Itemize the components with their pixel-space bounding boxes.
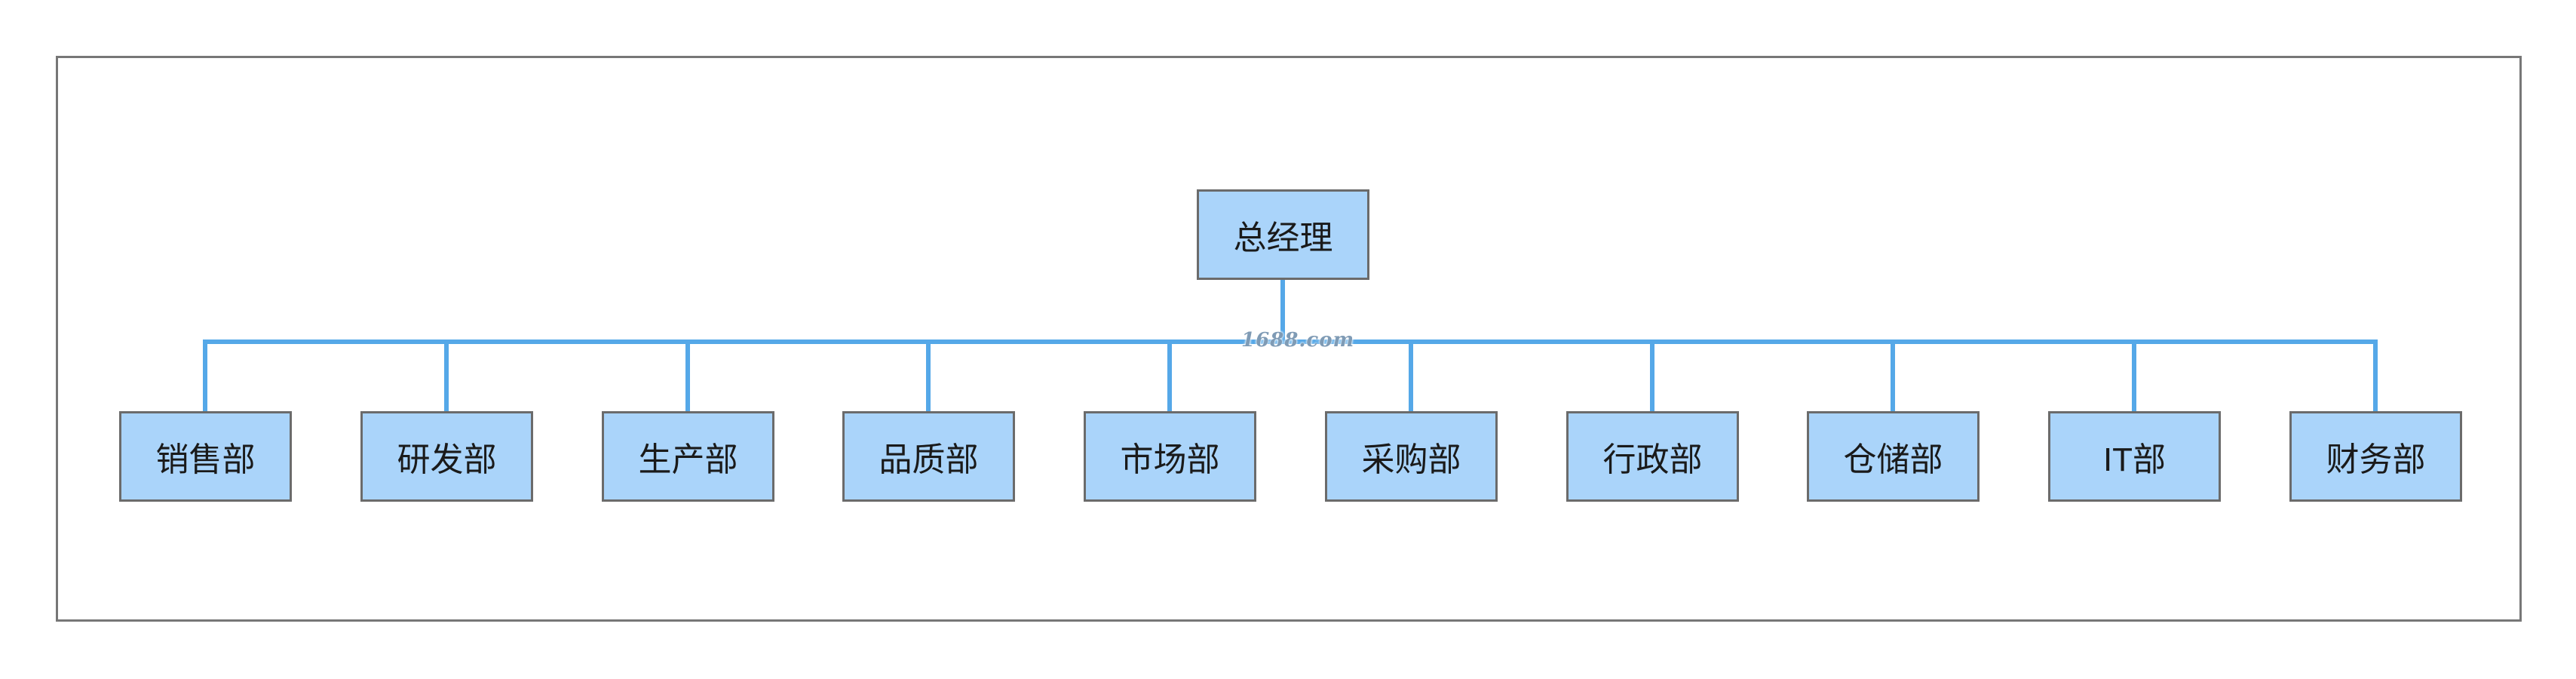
watermark-text: 1688.com: [1241, 329, 1355, 352]
department-node-purchasing: 采购部: [1325, 411, 1498, 502]
department-node-finance: 财务部: [2289, 411, 2462, 502]
department-node-sales: 销售部: [119, 411, 292, 502]
department-node-quality: 品质部: [842, 411, 1015, 502]
department-node-warehouse: 仓储部: [1807, 411, 1980, 502]
department-node-marketing: 市场部: [1084, 411, 1256, 502]
root-node-general-manager: 总经理: [1197, 189, 1369, 280]
department-node-administration: 行政部: [1566, 411, 1739, 502]
department-node-production: 生产部: [602, 411, 774, 502]
diagram-frame: [56, 56, 2522, 622]
department-node-rnd: 研发部: [360, 411, 533, 502]
department-node-it: IT部: [2048, 411, 2221, 502]
